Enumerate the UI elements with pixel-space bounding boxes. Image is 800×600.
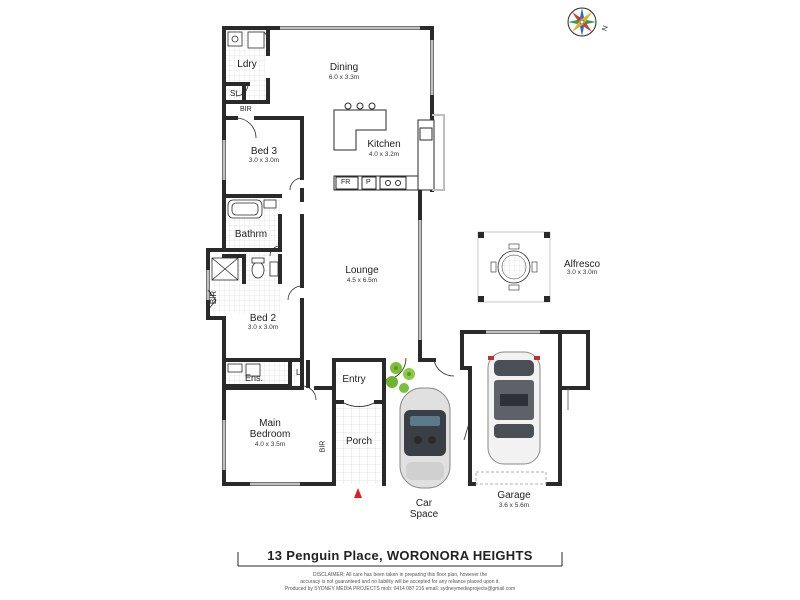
convertible-car: [399, 387, 451, 489]
room-bathrm: Bathrm: [234, 229, 268, 240]
room-kitchen-size: 4.0 x 3.2m: [368, 151, 400, 158]
kitchen-joinery: [333, 102, 435, 191]
room-lounge: Lounge: [345, 265, 379, 276]
room-garage-size: 3.6 x 5.6m: [498, 502, 530, 509]
alfresco-setting: [477, 231, 551, 303]
pantry-label: P: [366, 179, 371, 186]
room-entry: Entry: [342, 374, 366, 385]
room-lounge-size: 4.5 x 6.5m: [346, 277, 378, 284]
room-dining-size: 6.0 x 3.3m: [328, 74, 360, 81]
room-ens: Ens.: [245, 373, 264, 383]
entry-arrow-icon: [354, 488, 362, 498]
compass-icon: [567, 7, 597, 37]
room-bir-main: BIR: [319, 440, 327, 453]
windows: [206, 26, 540, 486]
disclaimer-line-1: DISCLAIMER: All care has been taken in p…: [312, 572, 488, 578]
suv-car: [487, 351, 541, 465]
room-bir-top: BIR: [240, 106, 252, 113]
room-main-bedroom: Main Bedroom: [249, 418, 291, 440]
disclaimer-line-2: accuracy is not guaranteed and no liabil…: [300, 579, 500, 585]
room-alfresco: Alfresco: [563, 259, 601, 270]
room-bed2-size: 3.0 x 3.0m: [247, 324, 279, 331]
room-alfresco-size: 3.0 x 3.0m: [566, 269, 598, 276]
porch-floor: [334, 402, 384, 484]
room-ldry: Ldry: [237, 59, 257, 70]
kitchen-window-bay: [432, 114, 445, 191]
bathroom-fixtures: [211, 199, 279, 377]
room-car-space: Car Space: [409, 498, 439, 520]
room-bed3: Bed 3: [250, 146, 278, 157]
laundry-fixtures: [227, 31, 265, 49]
room-st: St: [230, 89, 238, 98]
room-kitchen: Kitchen: [367, 139, 401, 150]
room-bed2: Bed 2: [249, 313, 277, 324]
disclaimer-line-3: Produced by SYDNEY MEDIA PROJECTS mob: 0…: [284, 586, 516, 592]
room-porch: Porch: [345, 436, 373, 447]
garage-door: [475, 471, 547, 485]
room-garage: Garage: [497, 490, 531, 501]
room-bed3-size: 3.0 x 3.0m: [248, 157, 280, 164]
doors: [207, 31, 471, 441]
room-bir-bed2: BIR: [209, 290, 219, 305]
room-dining: Dining: [329, 62, 359, 73]
room-linen: L: [296, 368, 301, 377]
garden-plants: [386, 362, 415, 393]
room-main-bedroom-size: 4.0 x 3.5m: [254, 441, 286, 448]
fridge-label: FR: [341, 179, 351, 186]
property-address-title: 13 Penguin Place, WORONORA HEIGHTS: [267, 548, 533, 563]
